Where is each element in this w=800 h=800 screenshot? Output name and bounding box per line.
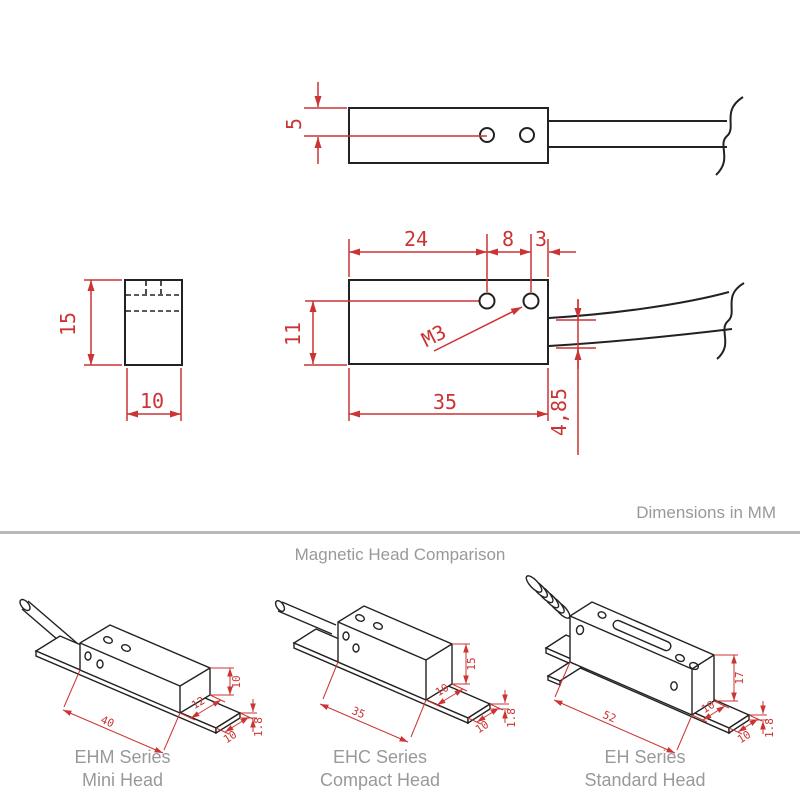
dim-35: 35: [348, 368, 549, 421]
ehm-label: EHM Series Mini Head: [15, 746, 230, 792]
ehc-figure: 35 10 15 10 1.8: [274, 600, 518, 743]
ehm-figure: 40 12 10 10 1.8: [19, 598, 265, 754]
eh-label: EH Series Standard Head: [535, 746, 755, 792]
dim-10: 10: [126, 368, 182, 421]
sensor-body-side: [124, 279, 183, 366]
front-view: 11 24 8 3 M3: [281, 227, 745, 455]
cable-break-symbol: [715, 96, 744, 176]
dim-15: 15: [56, 279, 122, 366]
dims-24-8-3: 24 8 3: [348, 227, 576, 292]
dim-4-85: 4,85: [547, 299, 596, 455]
mounting-hole: [519, 127, 535, 143]
eh-dim-height: 17: [733, 671, 746, 684]
ehc-variant-name: Compact Head: [319, 770, 441, 790]
top-view: 5: [282, 82, 744, 176]
mounting-hole: [478, 292, 496, 310]
technical-drawing: 5 15 10: [56, 82, 745, 455]
dim-top-height: 5: [282, 118, 306, 130]
ehc-label: EHC Series Compact Head: [272, 746, 488, 792]
mounting-hole: [479, 127, 495, 143]
ehm-variant-name: Mini Head: [81, 770, 164, 790]
ehm-dim-tape-width: 10: [221, 728, 239, 746]
ehc-dim-length: 35: [350, 704, 367, 721]
dim-side-width: 10: [140, 389, 164, 413]
eh-body: [569, 601, 715, 716]
ehm-dim-length: 40: [99, 713, 116, 730]
eh-dim-tape-thickness: 1.8: [763, 718, 776, 738]
dim-hole-spacing: 8: [502, 227, 514, 251]
comparison-title: Magnetic Head Comparison: [294, 545, 506, 564]
units-note: Dimensions in MM: [636, 503, 776, 522]
ehc-cable: [274, 600, 337, 635]
section-divider: [0, 531, 800, 534]
ehc-dim-tape-thickness: 1.8: [505, 708, 518, 728]
cable-top-line: [548, 291, 730, 319]
ehc-dim-tape-width: 10: [473, 718, 491, 736]
cable-bottom-line: [548, 328, 733, 347]
dim-hole2-offset: 3: [535, 227, 547, 251]
eh-top-slot: [612, 619, 672, 652]
mounting-hole: [522, 292, 540, 310]
side-view: 15 10: [56, 279, 183, 421]
ehm-dims: 40 12 10 10 1.8: [62, 667, 265, 754]
dim-hole1-offset: 24: [404, 227, 428, 251]
eh-variant-name: Standard Head: [584, 770, 706, 790]
ehm-dim-tape-thickness: 1.8: [252, 717, 265, 737]
dim-hole-height: 11: [281, 322, 305, 346]
sensor-body-front: [348, 279, 549, 365]
dim-5: 5: [282, 82, 487, 164]
dim-cable-diameter: 4,85: [547, 388, 571, 436]
eh-dims: 52 10 17 10 1.8: [553, 654, 776, 754]
dim-side-height: 15: [56, 312, 80, 336]
eh-dim-length: 52: [601, 708, 618, 725]
ehc-dim-height: 15: [465, 657, 478, 670]
ehc-dims: 35 10 15 10 1.8: [319, 643, 518, 743]
ehm-series-name: EHM Series: [74, 747, 171, 767]
eh-cable-coil: [525, 575, 571, 619]
eh-figure: 52 10 17 10 1.8: [525, 575, 776, 754]
eh-series-name: EH Series: [604, 747, 686, 767]
ehm-dim-height: 10: [230, 675, 243, 688]
ehc-dim-width: 10: [433, 681, 451, 699]
ehc-series-name: EHC Series: [332, 747, 428, 767]
cable-break-symbol: [716, 282, 745, 360]
eh-dim-width: 10: [699, 698, 717, 716]
dim-11: 11: [281, 300, 487, 366]
eh-dim-tape-width: 10: [735, 728, 753, 746]
dim-body-length: 35: [433, 390, 457, 414]
ehm-dim-width: 12: [189, 694, 207, 712]
